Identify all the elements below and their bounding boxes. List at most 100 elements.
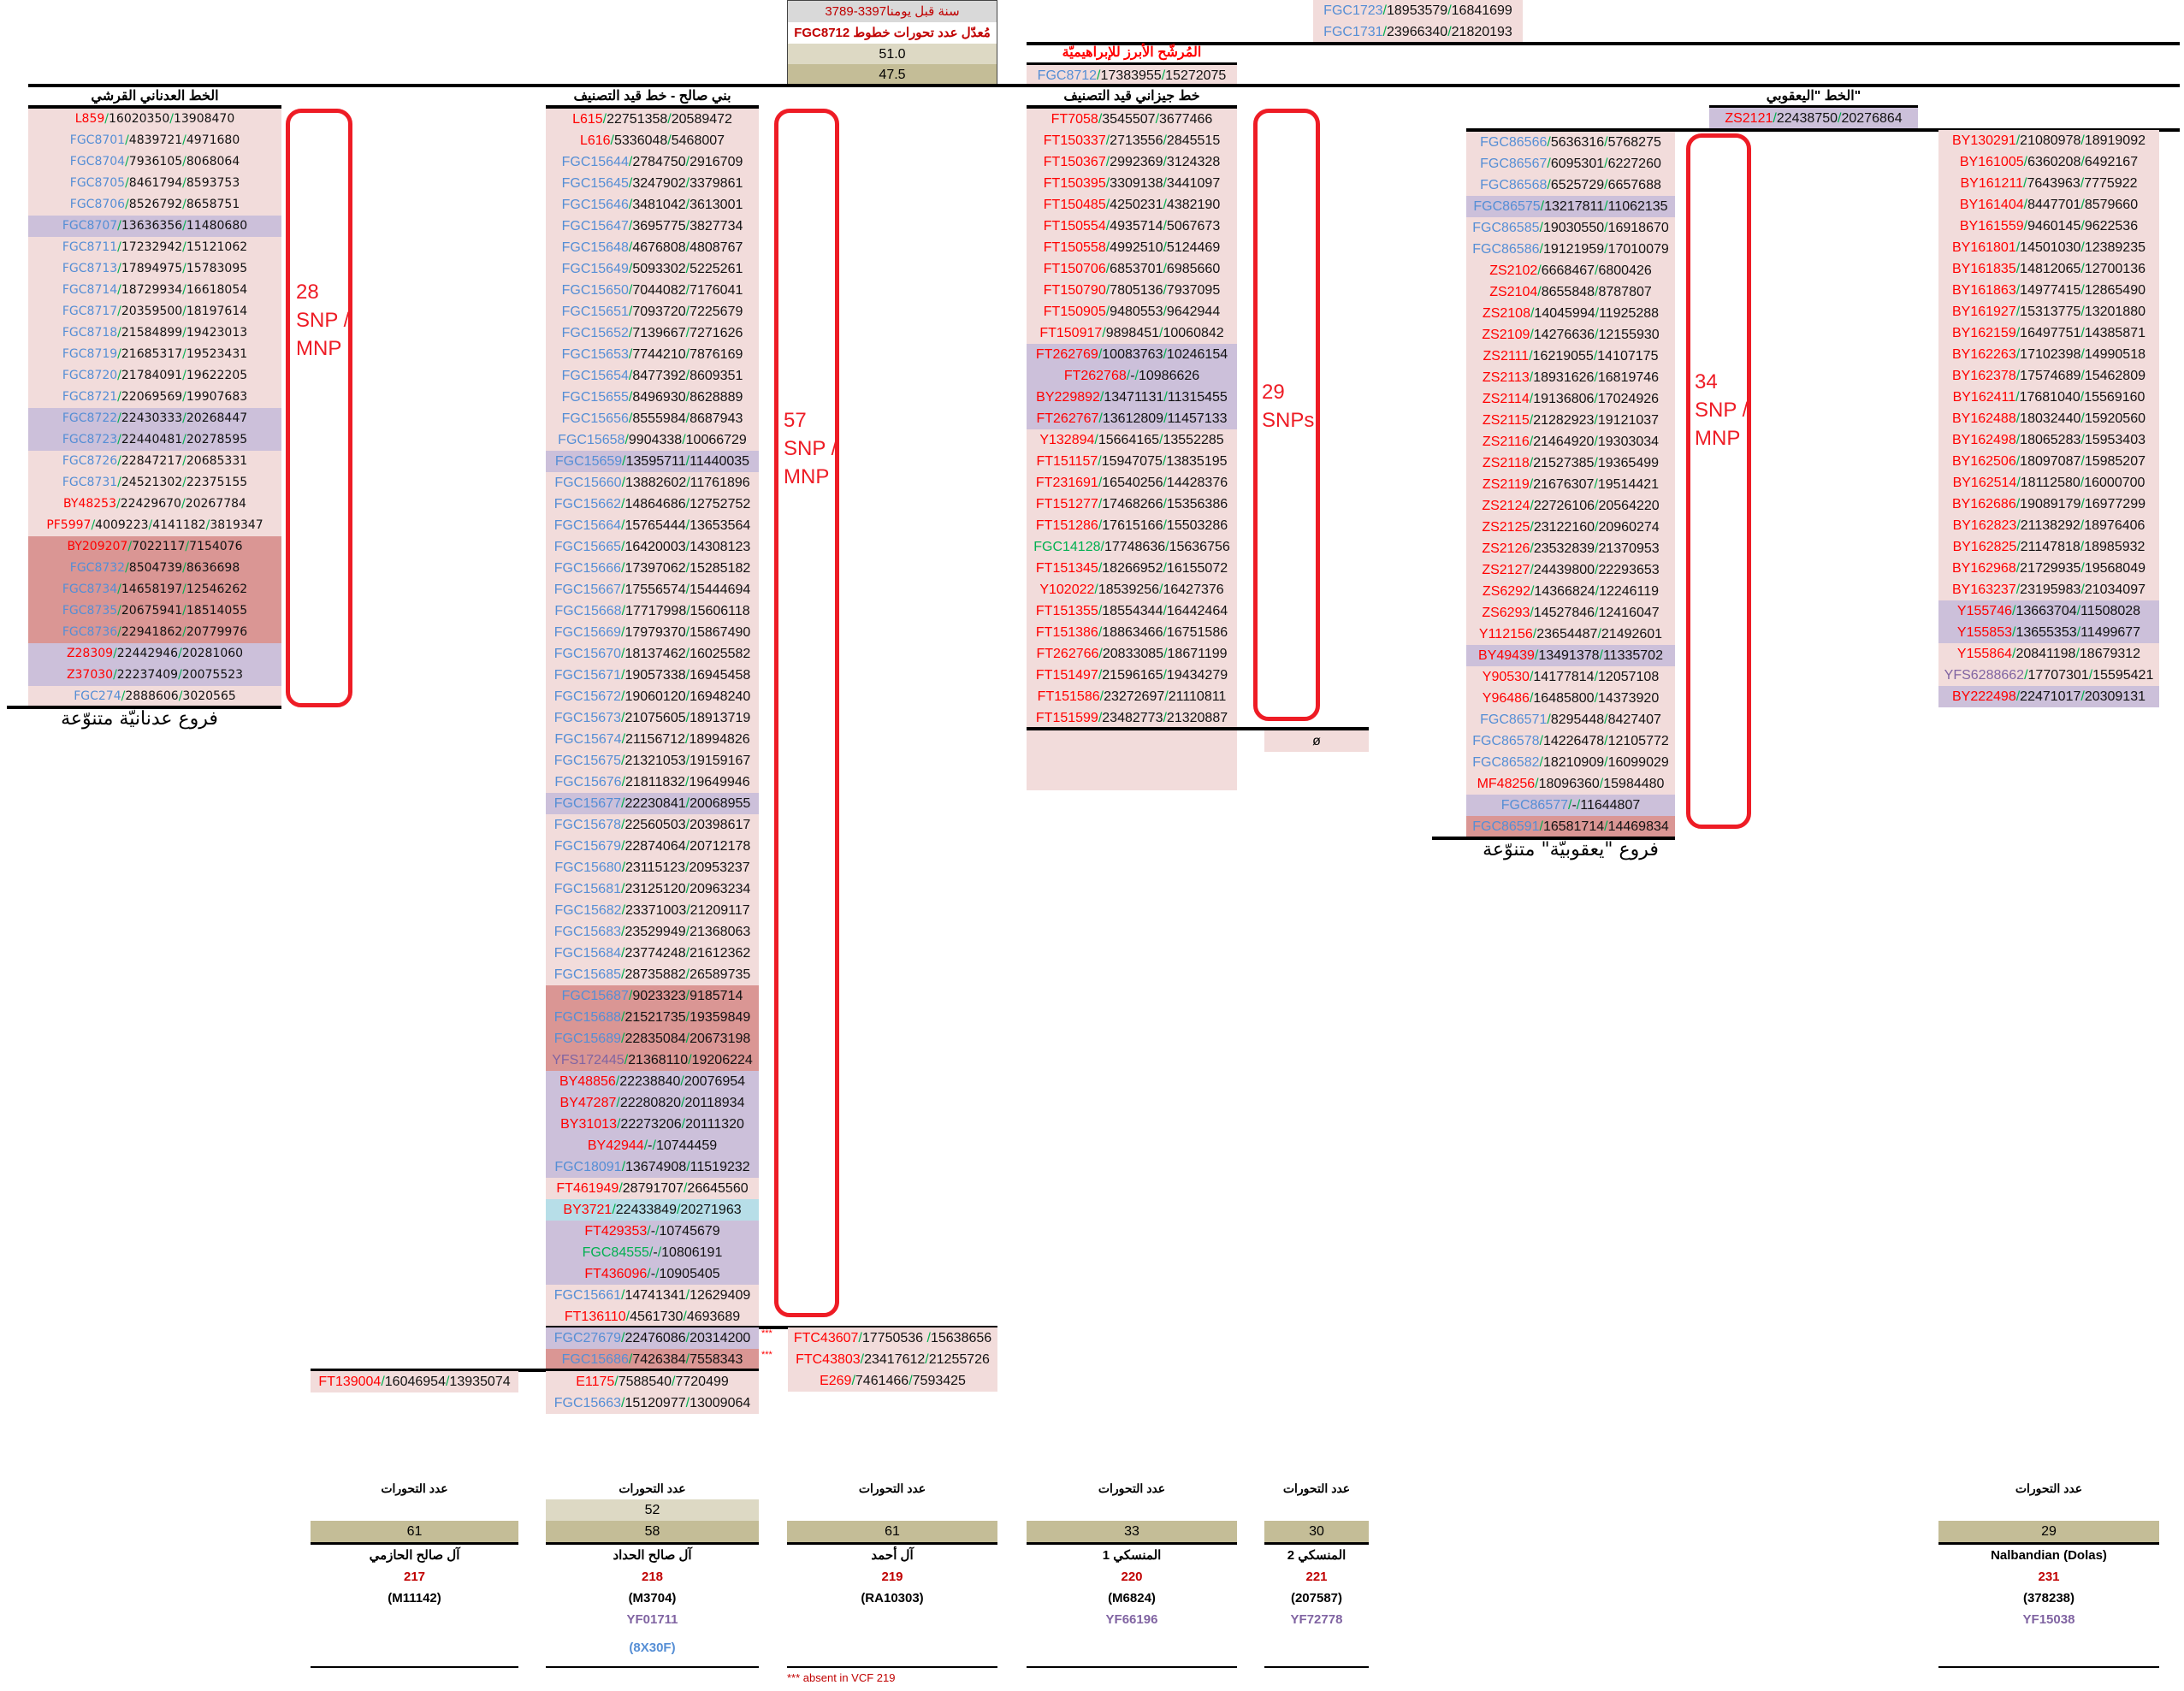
snp-row: FGC15679/22874064/20712178 [546, 836, 759, 857]
divider [1027, 1542, 1237, 1545]
snp-name: ZS2127 [1482, 563, 1530, 577]
snp-position: 19359849 [690, 1010, 751, 1025]
snp-position: 16841699 [1451, 3, 1512, 18]
snp-name: FGC15656 [561, 411, 629, 426]
jizani-count-label: 29 SNPs [1262, 381, 1315, 432]
snp-position: 22476086 [624, 1331, 686, 1345]
snp-row: FGC15675/21321053/19159167 [546, 750, 759, 772]
snp-row: FGC15683/23529949/21368063 [546, 921, 759, 943]
separator: / [685, 304, 690, 319]
snp-name: FGC8704 [69, 155, 126, 169]
snp-row: FT150706/6853701/6985660 [1027, 258, 1237, 280]
snp-position: 18032440 [2020, 411, 2081, 426]
snp-position: 20359500 [121, 304, 183, 318]
snp-position: 19568049 [2084, 561, 2146, 576]
mutation-count-label: عدد التحورات [858, 1481, 926, 1495]
spacer [1027, 1499, 1237, 1521]
separator: / [2015, 369, 2021, 383]
yaqubi-count-label: 34 SNP / MNP [1695, 370, 1749, 450]
snp-position: 15985207 [2084, 454, 2146, 469]
snp-position: 23272697 [1104, 689, 1165, 704]
snp-name: FGC86582 [1472, 755, 1540, 770]
snp-position: 20111320 [685, 1117, 744, 1132]
separator: / [2076, 625, 2081, 640]
snp-position: 10986626 [1138, 369, 1200, 383]
snp-position: 17397062 [624, 561, 686, 576]
snp-position: 18554344 [1102, 604, 1163, 618]
separator: / [1597, 627, 1601, 642]
snp-row: FGC15662/14864686/12752752 [546, 494, 759, 515]
adnani-count-label: 28 SNP / MNP [296, 281, 350, 360]
separator: / [1604, 734, 1608, 748]
mutation-count-label: عدد التحورات [619, 1481, 686, 1495]
separator: / [1105, 219, 1110, 234]
snp-name: BY162263 [1951, 347, 2016, 362]
snp-position: 17894975 [121, 262, 183, 275]
snp-name: Y155864 [1956, 647, 2012, 661]
separator: / [2011, 625, 2016, 640]
snp-row: FT262768/-/10986626 [1027, 365, 1237, 387]
separator: / [182, 454, 186, 468]
separator: / [1534, 648, 1539, 663]
separator: / [685, 155, 690, 169]
separator: / [621, 1160, 626, 1174]
snp-name: FGC15646 [561, 198, 629, 212]
snp-row: BY161835/14812065/12700136 [1938, 258, 2159, 280]
separator: / [1593, 349, 1598, 364]
snp-name: FGC15689 [553, 1032, 621, 1046]
snp-name: FGC8731 [62, 476, 118, 489]
snp-row: ZS2104/8655848/8787807 [1466, 281, 1675, 303]
separator: / [1447, 3, 1452, 18]
snp-name: ZS2115 [1482, 413, 1530, 428]
snp-position: 17707301 [2027, 668, 2089, 683]
snp-position: - [648, 1138, 653, 1153]
snp-position: 12752752 [690, 497, 751, 511]
snp-name: FT150554 [1043, 219, 1106, 234]
snp-position: 8461794 [128, 176, 183, 190]
snp-position: 20075523 [181, 668, 244, 682]
separator: / [628, 262, 633, 276]
snp-position: 20685331 [186, 454, 248, 468]
yfull-id: YF66196 [1105, 1612, 1158, 1627]
snp-position: 21147818 [2020, 540, 2080, 554]
snp-name: FT262769 [1035, 347, 1098, 362]
snp-position: 23482773 [1102, 711, 1163, 725]
snp-position: 8496930 [632, 390, 686, 405]
separator: / [1539, 242, 1543, 257]
snp-position: - [650, 1224, 656, 1239]
separator: / [2080, 304, 2085, 319]
snp-name: Y90530 [1482, 670, 1530, 684]
snp-name: BY48856 [559, 1074, 616, 1089]
separator: / [628, 390, 633, 405]
snp-position: 21492601 [1601, 627, 1663, 642]
snp-name: Y112156 [1478, 627, 1533, 642]
separator: / [1094, 433, 1098, 447]
snp-position: 21156712 [625, 732, 686, 747]
separator: / [2080, 411, 2085, 426]
snp-position: 4839721 [128, 133, 183, 147]
separator: / [2011, 647, 2016, 661]
snp-position: 14177814 [1533, 670, 1595, 684]
snp-row: FGC27679/22476086/20314200 [546, 1327, 759, 1349]
snp-row: ZS2109/14276636/12155930 [1466, 324, 1675, 346]
snp-position: 10806191 [661, 1245, 723, 1260]
separator: / [182, 561, 186, 575]
snp-position: 11335702 [1602, 648, 1663, 663]
separator: / [685, 347, 690, 362]
separator: / [620, 796, 625, 811]
snp-position: 11480680 [186, 219, 248, 233]
separator: / [616, 1096, 620, 1110]
separator: / [1098, 454, 1102, 469]
snp-row: ZS2126/23532839/21370953 [1466, 538, 1675, 559]
snp-name: BY161005 [1959, 155, 2024, 169]
sample-id: (207587) [1290, 1591, 1343, 1605]
snp-row: FGC15680/23115123/20953237 [546, 857, 759, 878]
snp-position: 28791707 [622, 1181, 684, 1196]
separator: / [1532, 627, 1537, 642]
snp-position: 22433849 [615, 1203, 677, 1217]
divider [28, 105, 281, 109]
snp-position: 22835084 [624, 1032, 686, 1046]
snp-position: 7588540 [618, 1375, 672, 1389]
separator: / [1594, 435, 1598, 449]
separator: / [1155, 112, 1160, 127]
